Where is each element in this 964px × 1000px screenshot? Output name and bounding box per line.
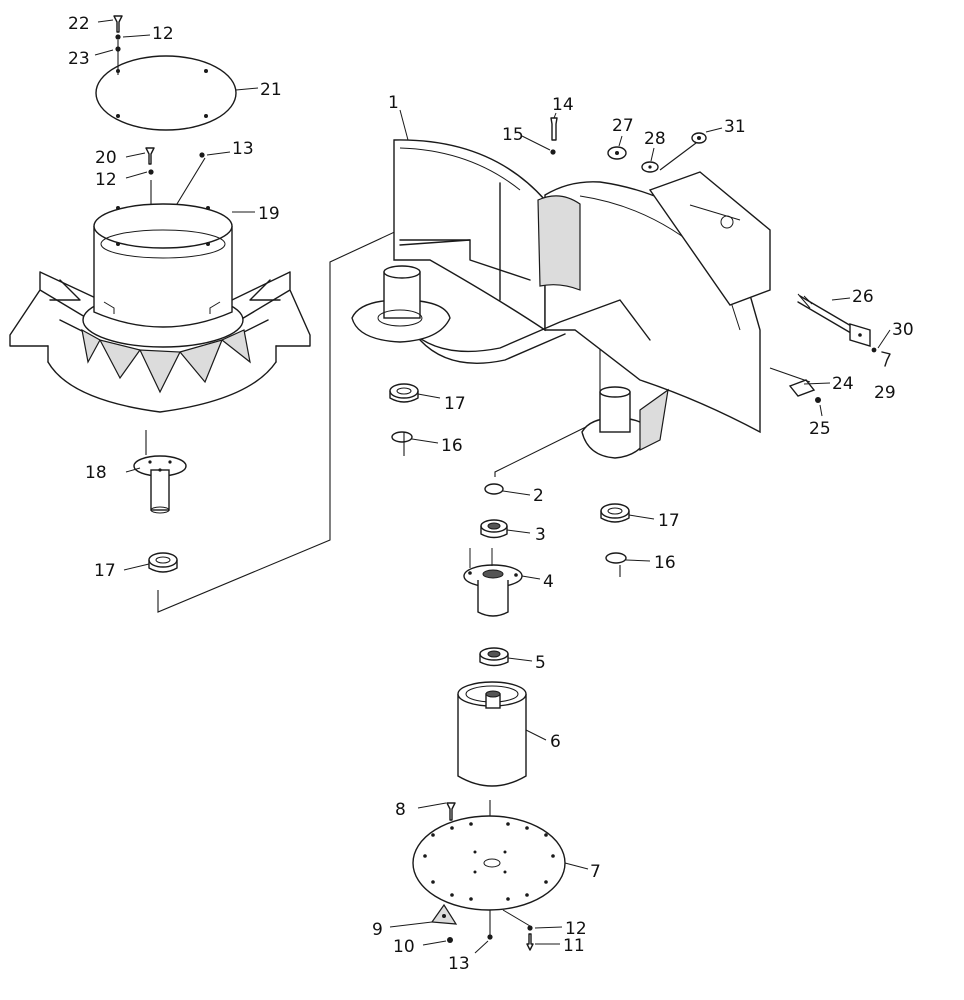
part-19-spreader-bowl [9, 203, 311, 413]
part-25-nut [815, 397, 821, 403]
callout-29: 29 [874, 383, 896, 403]
part-29-screw [881, 351, 891, 367]
callout-31: 31 [724, 117, 746, 137]
part-13-nut-top [199, 152, 205, 158]
callout-22: 22 [68, 14, 90, 34]
callout-13-bottom: 13 [448, 954, 470, 974]
callout-27: 27 [612, 116, 634, 136]
callout-12-top: 12 [152, 24, 174, 44]
callout-16-right: 16 [654, 553, 676, 573]
callout-19: 19 [258, 204, 280, 224]
part-12-washer-mid [148, 169, 154, 175]
part-13-nut-bottom [487, 934, 493, 940]
callout-labels: 22 12 23 21 1 14 15 27 28 31 20 13 12 19… [68, 14, 914, 974]
part-26-pin [797, 293, 871, 347]
callout-7: 7 [590, 862, 601, 882]
part-2-circlip [484, 483, 504, 495]
part-4-bearing-housing [463, 548, 523, 617]
callout-4: 4 [543, 572, 554, 592]
part-17-bearing-mid [389, 383, 419, 403]
callout-11: 11 [563, 936, 585, 956]
part-18-hub-shaft [133, 455, 187, 514]
callout-13-top: 13 [232, 139, 254, 159]
callout-12-mid: 12 [95, 170, 117, 190]
part-11-screw [526, 933, 534, 951]
callout-26: 26 [852, 287, 874, 307]
part-8-screw [446, 802, 456, 821]
housing-socket-right [581, 386, 669, 459]
part-3-bearing [480, 519, 508, 539]
callout-30: 30 [892, 320, 914, 340]
part-10-nut [447, 937, 453, 943]
part-28-washer [641, 161, 659, 173]
part-16-circlip-right [605, 552, 627, 564]
callout-25: 25 [809, 419, 831, 439]
part-12-washer-top [115, 34, 121, 40]
part-17-bearing-right [600, 503, 630, 523]
part-6-motor-drum [457, 681, 527, 787]
part-31-nut [691, 132, 707, 144]
part-23-washer [115, 46, 121, 52]
callout-24: 24 [832, 374, 854, 394]
callout-16-left: 16 [441, 436, 463, 456]
callout-21: 21 [260, 80, 282, 100]
part-21-cover-disc [95, 55, 237, 131]
part-22-screw [113, 15, 123, 33]
part-5-bearing [479, 647, 509, 667]
callout-20: 20 [95, 148, 117, 168]
part-17-bearing-left [148, 552, 178, 573]
part-7-base-disc [412, 815, 566, 911]
leader-lines [94, 19, 891, 954]
callout-1: 1 [388, 93, 399, 113]
part-27-nut [607, 146, 627, 160]
callout-3: 3 [535, 525, 546, 545]
assembly-lines [117, 40, 811, 937]
callout-10: 10 [393, 937, 415, 957]
callout-12-bottom: 12 [565, 919, 587, 939]
housing-socket-left [351, 265, 451, 343]
callout-18: 18 [85, 463, 107, 483]
part-24-clip [788, 379, 816, 397]
part-12-washer-bottom [527, 925, 533, 931]
callout-2: 2 [533, 486, 544, 506]
callout-15: 15 [502, 125, 524, 145]
part-30-washer [871, 347, 877, 353]
callout-23: 23 [68, 49, 90, 69]
callout-6: 6 [550, 732, 561, 752]
callout-8: 8 [395, 800, 406, 820]
callout-28: 28 [644, 129, 666, 149]
part-14-bolt [550, 117, 558, 141]
part-15-washer [550, 149, 556, 155]
callout-9: 9 [372, 920, 383, 940]
part-1-main-housing [393, 139, 771, 434]
callout-17-right: 17 [658, 511, 680, 531]
callout-17-mid: 17 [444, 394, 466, 414]
callout-17-left: 17 [94, 561, 116, 581]
part-16-circlip-left [391, 431, 413, 443]
part-20-screw [145, 147, 155, 165]
callout-5: 5 [535, 653, 546, 673]
part-9-bracket [430, 903, 458, 925]
callout-14: 14 [552, 95, 574, 115]
